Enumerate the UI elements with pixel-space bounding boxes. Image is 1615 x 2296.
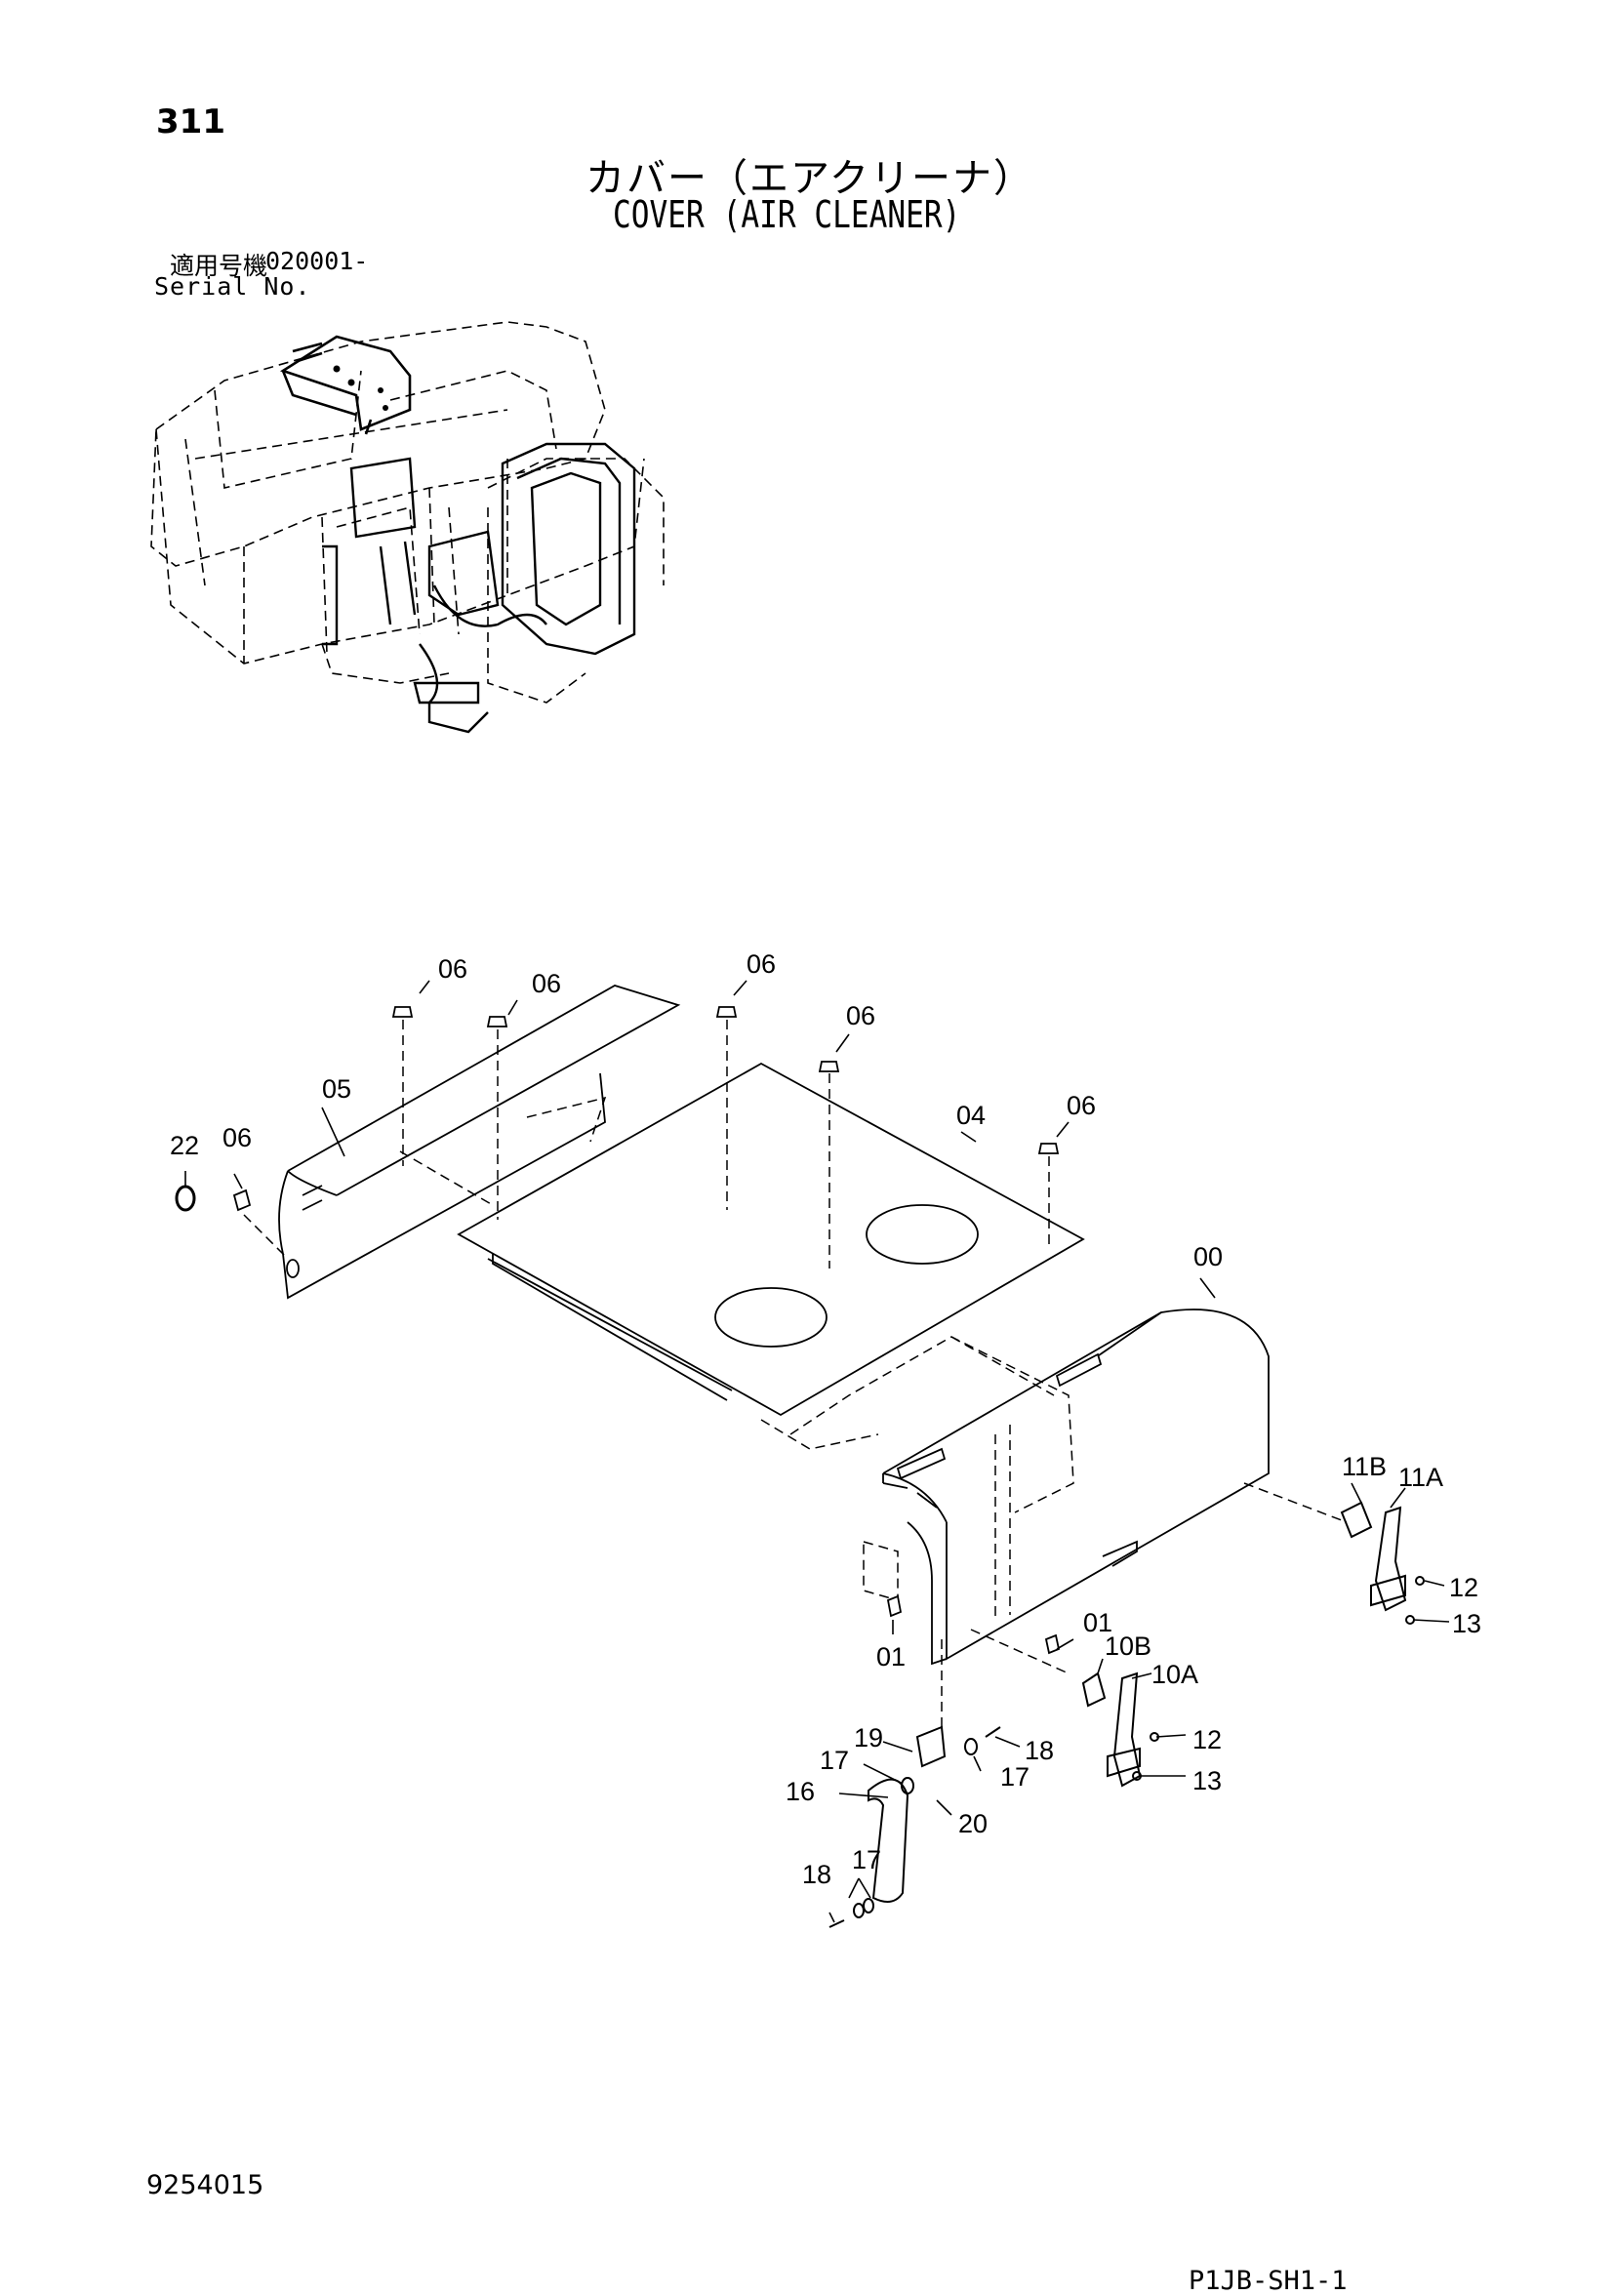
callout-label: 01	[1083, 1608, 1112, 1637]
callout-label: 04	[956, 1101, 986, 1130]
callout-label: 06	[846, 1001, 875, 1030]
callout-label: 06	[747, 949, 776, 979]
callout-label: 06	[1067, 1091, 1096, 1120]
document-code: 9254015	[146, 2170, 264, 2200]
callout-label: 13	[1192, 1766, 1222, 1795]
callout-label: 01	[876, 1642, 906, 1672]
callout-label: 06	[532, 969, 561, 998]
callout-label: 06	[222, 1123, 252, 1152]
callout-label: 20	[958, 1809, 988, 1838]
callout-label: 10A	[1151, 1660, 1198, 1689]
callout-label: 05	[322, 1074, 351, 1104]
callout-label: 22	[170, 1131, 199, 1160]
sheet-id: P1JB-SH1-1	[1189, 2266, 1348, 2296]
serial-label-japanese: 適用号機	[170, 252, 268, 280]
callout-label: 18	[802, 1860, 831, 1889]
callout-label: 17	[1000, 1762, 1030, 1792]
callout-label: 18	[1025, 1736, 1054, 1765]
callout-label: 06	[438, 954, 467, 984]
callout-label: 00	[1193, 1242, 1223, 1271]
callout-label: 10B	[1105, 1631, 1151, 1661]
title-english: COVER (AIR CLEANER)	[613, 193, 961, 236]
title-japanese: カバー（エアクリーナ）	[585, 156, 1034, 201]
serial-label-english: Serial No.	[154, 272, 311, 301]
serial-number-value: 020001-	[265, 247, 369, 275]
callout-label: 13	[1452, 1609, 1481, 1638]
callout-label: 12	[1449, 1573, 1478, 1602]
callout-label: 11B	[1342, 1452, 1387, 1481]
callout-label: 11A	[1398, 1463, 1443, 1492]
callout-label: 16	[786, 1777, 815, 1806]
callout-label: 12	[1192, 1725, 1222, 1754]
callout-label: 17	[820, 1746, 849, 1775]
callout-label: 17	[852, 1845, 881, 1874]
page-number: 311	[156, 102, 225, 141]
callout-label: 19	[854, 1723, 883, 1752]
